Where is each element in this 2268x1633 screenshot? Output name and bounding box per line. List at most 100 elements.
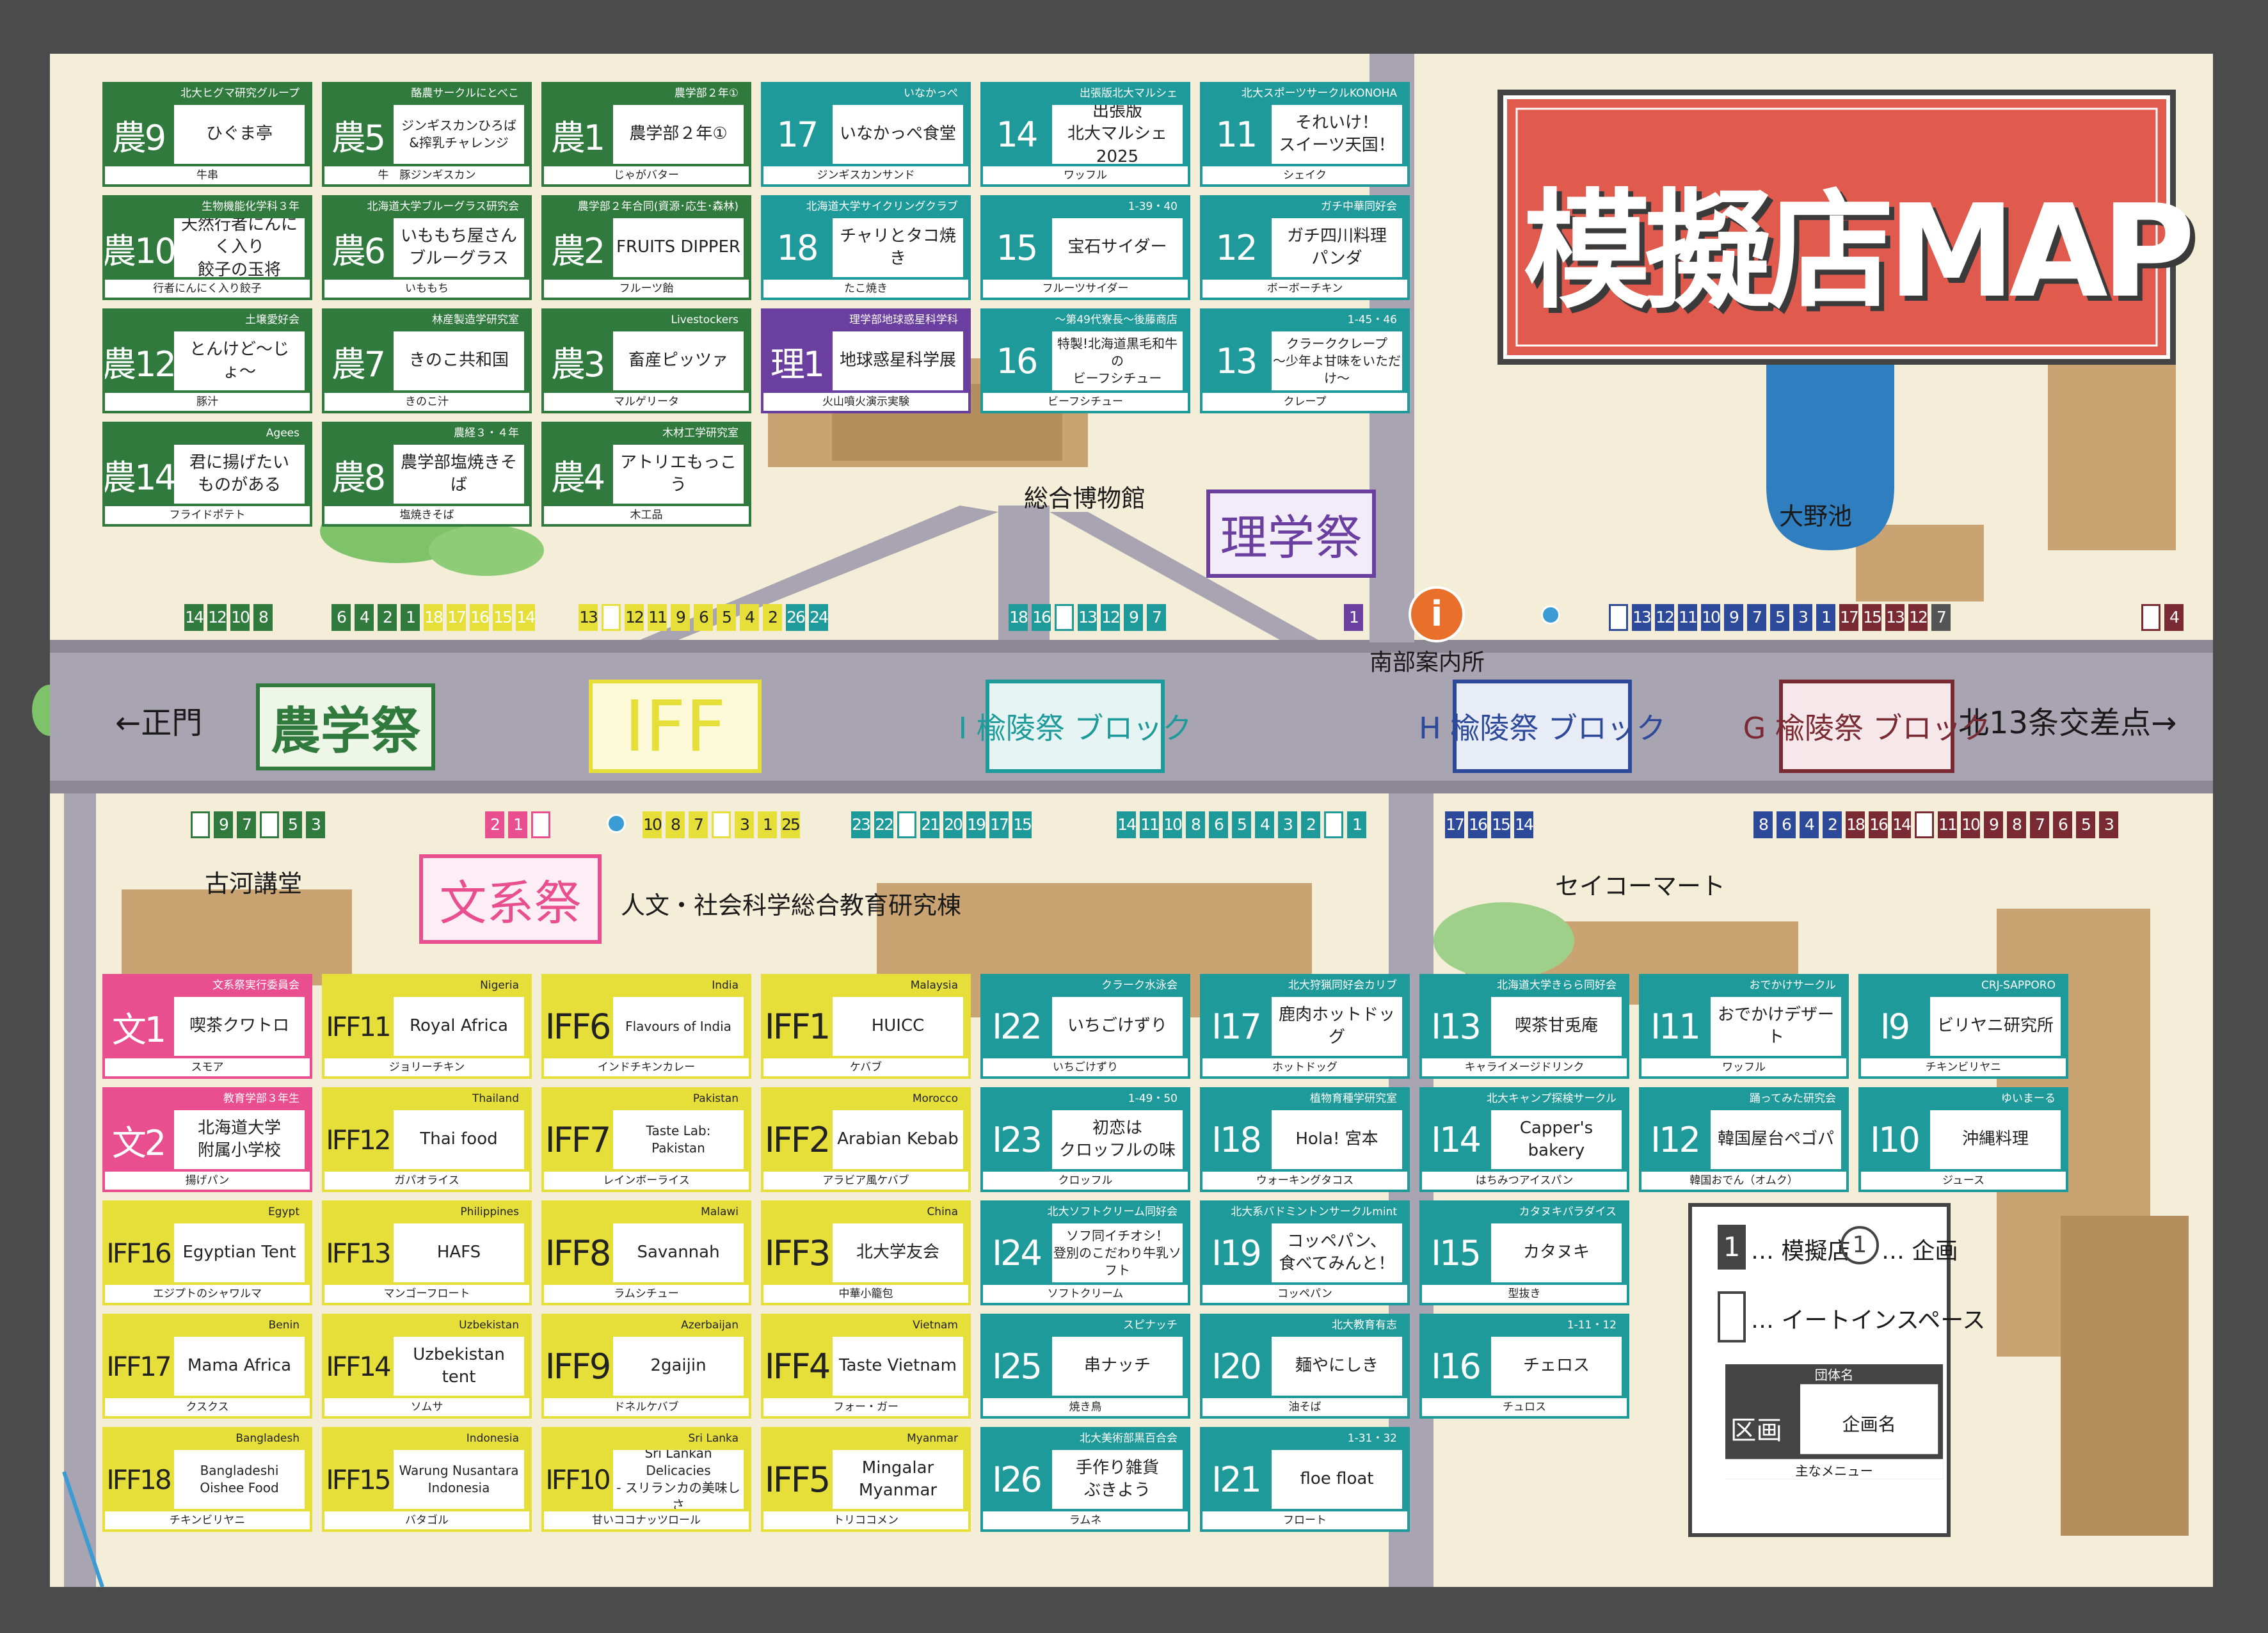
stall-name: ソフ同イチオシ！ 登別のこだわり牛乳ソフト <box>1052 1223 1183 1282</box>
stall-organization: Pakistan <box>692 1092 739 1105</box>
stall-number-tile: 9 <box>1984 811 2003 838</box>
stall-number-tile: 11 <box>1140 811 1160 838</box>
stall-menu: チキンビリヤニ <box>1861 1058 2066 1076</box>
stall-organization: China <box>927 1206 958 1218</box>
stall-name: Arabian Kebab <box>833 1110 963 1169</box>
stall-number-tile: 14 <box>184 604 204 631</box>
stall-code: I18 <box>1211 1119 1262 1160</box>
stall-menu: ドネルケバブ <box>544 1398 749 1416</box>
stall-name: 畜産ピッツァ <box>613 331 744 390</box>
legend: 1 … 模擬店 1 … 企画 … イートインスペース 団体名 区画 企画名 主な… <box>1688 1203 1985 1537</box>
stall-number-tile: 3 <box>306 811 325 838</box>
west-road <box>64 793 96 1587</box>
stall-number-tile: 8 <box>2007 811 2026 838</box>
stall-menu: ワッフル <box>1641 1058 1846 1076</box>
stall-name: アトリエもっこう <box>613 445 744 504</box>
legend-eatin-swatch <box>1718 1291 1746 1342</box>
stall-code: IFF10 <box>545 1463 611 1495</box>
stall-menu: インドチキンカレー <box>544 1058 749 1076</box>
green-area-2 <box>429 525 544 576</box>
stall-organization: 出張版北大マルシェ <box>1080 87 1178 100</box>
stall-menu: フロート <box>1202 1511 1407 1529</box>
stall-number-tile: 14 <box>1514 811 1534 838</box>
stall-number-tile: 16 <box>1032 604 1051 631</box>
building-furukawa <box>122 889 352 985</box>
festival-hblock: H 楡陵祭 ブロック <box>1419 680 1666 773</box>
stall-organization: Nigeria <box>480 979 519 992</box>
stall-name: 串ナッチ <box>1052 1337 1183 1396</box>
river <box>62 1471 104 1588</box>
stall-code: IFF16 <box>106 1237 172 1269</box>
stall-number-tile: 21 <box>920 811 940 838</box>
trash-bin-icon <box>607 814 626 833</box>
legend-eatin-text: … イートインスペース <box>1751 1307 1986 1334</box>
info-icon <box>1409 586 1465 642</box>
stall-number-tile: 17 <box>1445 811 1465 838</box>
legend-event-swatch: 1 <box>1841 1226 1879 1264</box>
stall-number-tile: 5 <box>283 811 302 838</box>
stall-code: IFF17 <box>106 1350 172 1382</box>
stall-name: チャリとタコ焼き <box>833 218 963 277</box>
svg-text:i: i <box>1431 594 1443 634</box>
stall-menu: いちごけずり <box>983 1058 1188 1076</box>
legend-menu-box <box>1725 1459 1944 1479</box>
stall-menu: ガパオライス <box>324 1172 529 1190</box>
stall-number-tile: 6 <box>1777 811 1796 838</box>
stall-number-tile: 15 <box>1862 604 1882 631</box>
stall-name: 喫茶クワトロ <box>174 997 305 1056</box>
stall-number-tile: 6 <box>1209 811 1228 838</box>
museum-label: 総合博物館 <box>1024 484 1146 513</box>
stall-code: 農10 <box>102 230 177 271</box>
seicomart-label: セイコーマート <box>1555 872 1726 900</box>
stall-code: I15 <box>1431 1232 1481 1273</box>
stall-code: 文2 <box>111 1122 166 1163</box>
stall-menu: フォー・ガー <box>763 1398 968 1416</box>
stall-menu: コッペパン <box>1202 1285 1407 1303</box>
stall-name: Mama Africa <box>174 1337 305 1396</box>
stall-code: 11 <box>1215 114 1258 155</box>
legend-sample-stall: 団体名 区画 企画名 主なメニュー <box>1725 1364 1944 1479</box>
stall-menu: フルーツ飴 <box>544 280 749 298</box>
stall-number-tile: 2 <box>763 604 782 631</box>
stall-organization: 文系祭実行委員会 <box>212 979 299 992</box>
building-north <box>2048 358 2176 550</box>
stall-menu: トリココメン <box>763 1511 968 1529</box>
stall-menu: 揚げパン <box>105 1172 310 1190</box>
stall-name: 鹿肉ホットドッグ <box>1272 997 1402 1056</box>
stall-number-tile: 5 <box>1770 604 1789 631</box>
stall-number-tile: 12 <box>1101 604 1121 631</box>
stall-number-tile: 5 <box>717 604 736 631</box>
stall-code: IFF4 <box>764 1346 831 1387</box>
stall-code: IFF5 <box>764 1459 831 1500</box>
stall-code: I12 <box>1650 1119 1701 1160</box>
stall-menu: ジュース <box>1861 1172 2066 1190</box>
stall-code: I9 <box>1880 1006 1910 1047</box>
stall-organization: Philippines <box>460 1206 519 1218</box>
stall-code: IFF1 <box>764 1006 831 1047</box>
stall-organization: 北大キャンプ探検サークル <box>1487 1092 1617 1105</box>
stall-number-tile: 4 <box>1800 811 1819 838</box>
stall-organization: 1-11・12 <box>1567 1319 1617 1332</box>
building-north-2 <box>1856 525 1984 601</box>
stall-number-tile: 10 <box>1961 811 1981 838</box>
